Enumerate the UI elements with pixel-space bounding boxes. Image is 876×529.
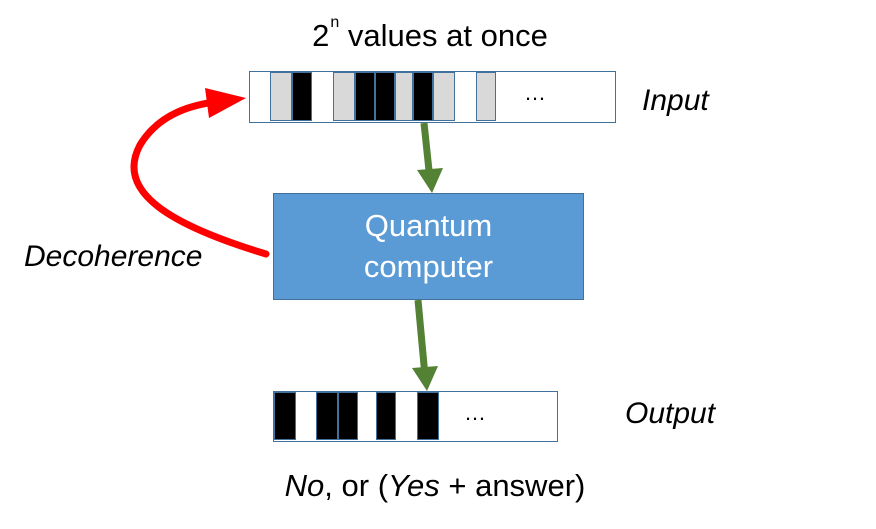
register-cell [292, 72, 312, 121]
curved-arrow-icon [130, 88, 270, 258]
input-label: Input [642, 84, 709, 117]
register-cell [333, 72, 355, 121]
quantum-computer-box: Quantum computer [273, 193, 584, 300]
input-register: … [249, 71, 616, 123]
quantum-box-line2: computer [363, 248, 494, 284]
register-cell [395, 72, 413, 121]
quantum-box-line1: Quantum [364, 208, 493, 244]
input-ellipsis: … [524, 80, 546, 105]
down-arrow-icon [417, 122, 443, 193]
output-register: … [273, 391, 558, 442]
register-cell [274, 392, 296, 440]
down-arrow-icon [412, 299, 438, 391]
output-ellipsis: … [464, 400, 486, 425]
register-cell [476, 72, 496, 121]
bottom-caption: No, or (Yes + answer) [284, 468, 586, 503]
register-cell [270, 72, 292, 121]
decoherence-label: Decoherence [24, 240, 203, 273]
register-cell [413, 72, 433, 121]
register-cell [355, 72, 375, 121]
register-cell [433, 72, 455, 121]
register-cell [375, 72, 395, 121]
diagram-title: 2n values at once [312, 14, 548, 53]
output-label: Output [625, 397, 716, 430]
register-cell [417, 392, 439, 440]
register-cell [316, 392, 338, 440]
register-cell [338, 392, 358, 440]
register-cell [376, 392, 396, 440]
